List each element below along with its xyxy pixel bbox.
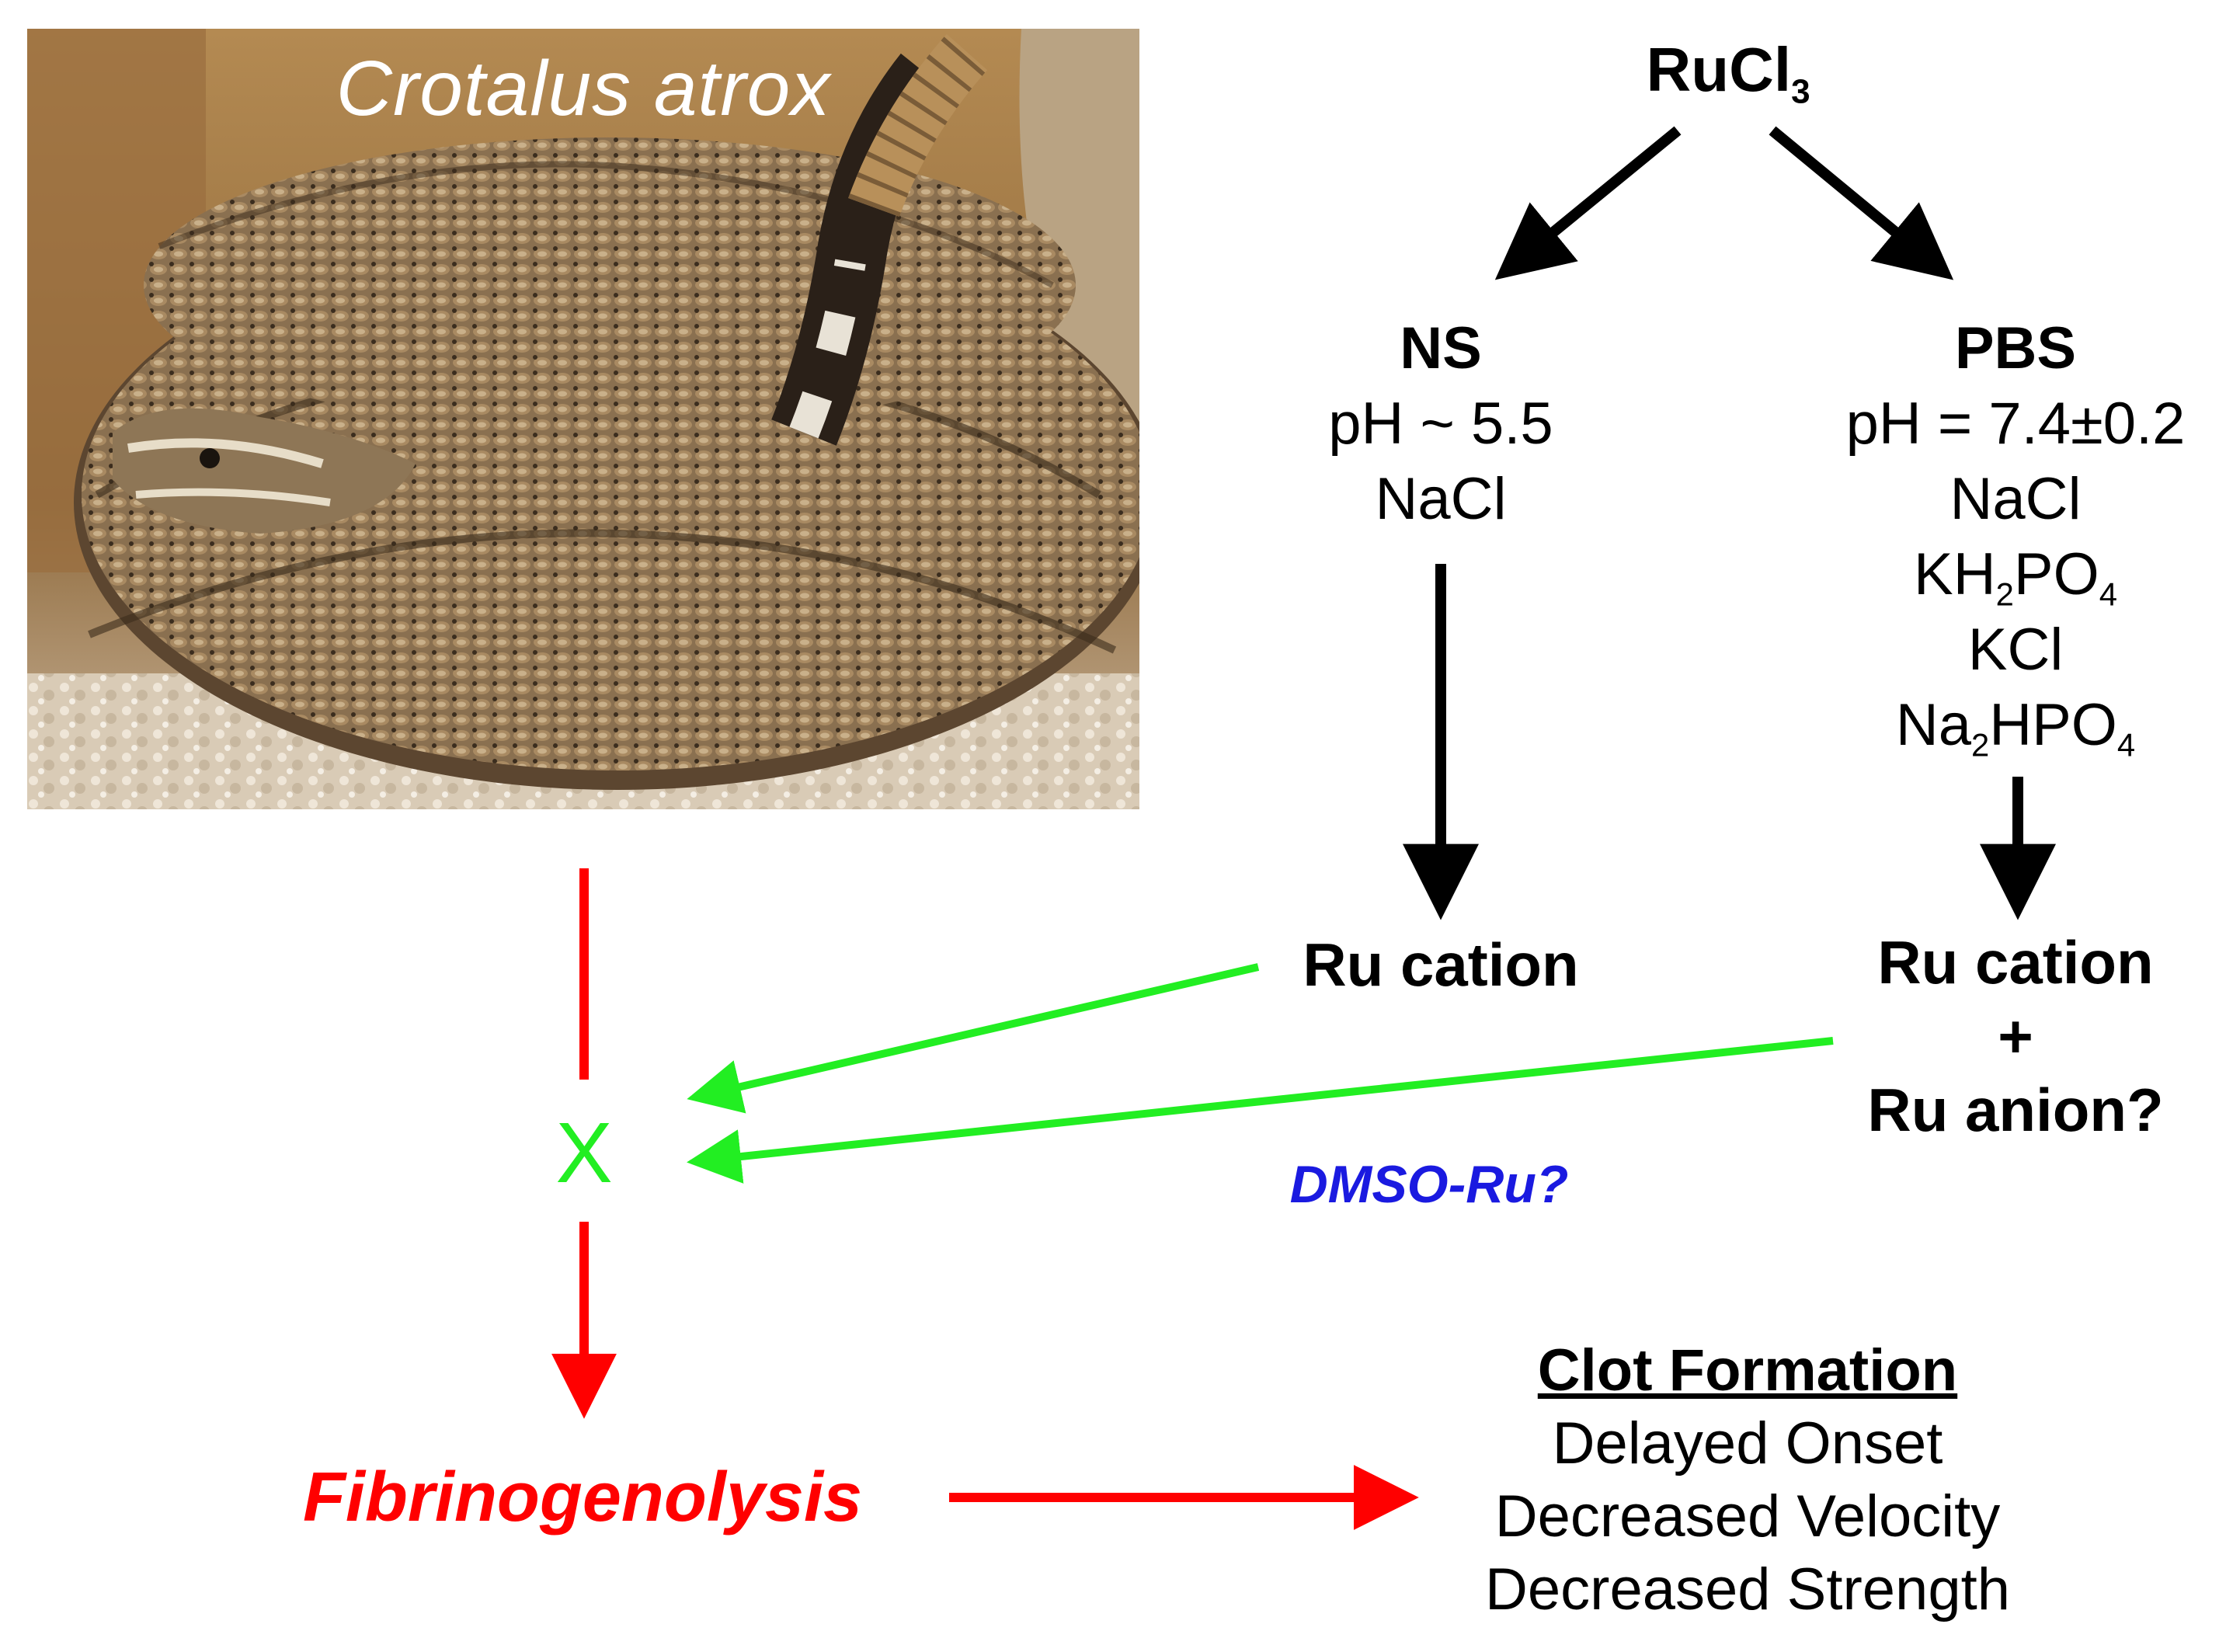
clot-effect-strength: Decreased Strength <box>1485 1556 2010 1622</box>
pbs-plus: + <box>1998 1002 2033 1070</box>
rattlesnake-image <box>27 29 1139 809</box>
species-caption: Crotalus atrox <box>336 45 831 132</box>
pbs-ru-anion: Ru anion? <box>1867 1076 2164 1144</box>
ns-block: NS pH ~ 5.5 NaCl <box>1243 311 1639 537</box>
ns-title: NS <box>1400 315 1482 381</box>
fibrinogenolysis-label: Fibrinogenolysis <box>302 1459 863 1536</box>
arrow-ns-cation-to-x <box>687 963 1260 1114</box>
rucl3-subscript: 3 <box>1791 72 1810 111</box>
inhibition-x-mark: X <box>555 1105 613 1201</box>
arrow-pbs-ions-to-x <box>687 1037 1834 1184</box>
ns-ru-cation: Ru cation <box>1303 930 1579 999</box>
ns-component: NaCl <box>1375 466 1507 532</box>
snake-photo: Crotalus atrox <box>27 29 1139 809</box>
pbs-ru-cation: Ru cation <box>1877 928 2154 996</box>
clot-effect-velocity: Decreased Velocity <box>1494 1483 2001 1549</box>
rucl3-text: RuCl <box>1646 35 1792 104</box>
clot-formation-heading: Clot Formation <box>1537 1337 1958 1403</box>
ns-ph: pH ~ 5.5 <box>1328 391 1553 457</box>
rucl3-label: RuCl3 <box>1623 31 1833 130</box>
clot-formation-block: Clot Formation Delayed Onset Decreased V… <box>1429 1334 2066 1626</box>
arrow-rucl3-to-pbs <box>1769 126 1954 280</box>
pbs-ph: pH = 7.4±0.2 <box>1845 391 2186 457</box>
dmso-ru-label: DMSO-Ru? <box>1289 1155 1569 1214</box>
pbs-na2hpo4: Na2HPO4 <box>1895 692 2136 763</box>
pbs-block: PBS pH = 7.4±0.2 NaCl KH2PO4 KCl Na2HPO4 <box>1810 311 2221 763</box>
pbs-kh2po4: KH2PO4 <box>1914 541 2117 613</box>
arrow-rucl3-to-ns <box>1494 126 1682 280</box>
pbs-kcl: KCl <box>1967 617 2064 683</box>
pbs-title: PBS <box>1954 315 2077 381</box>
pbs-ru-ions: Ru cation + Ru anion? <box>1810 926 2221 1147</box>
clot-effect-onset: Delayed Onset <box>1552 1410 1943 1476</box>
pbs-nacl: NaCl <box>1949 466 2082 532</box>
